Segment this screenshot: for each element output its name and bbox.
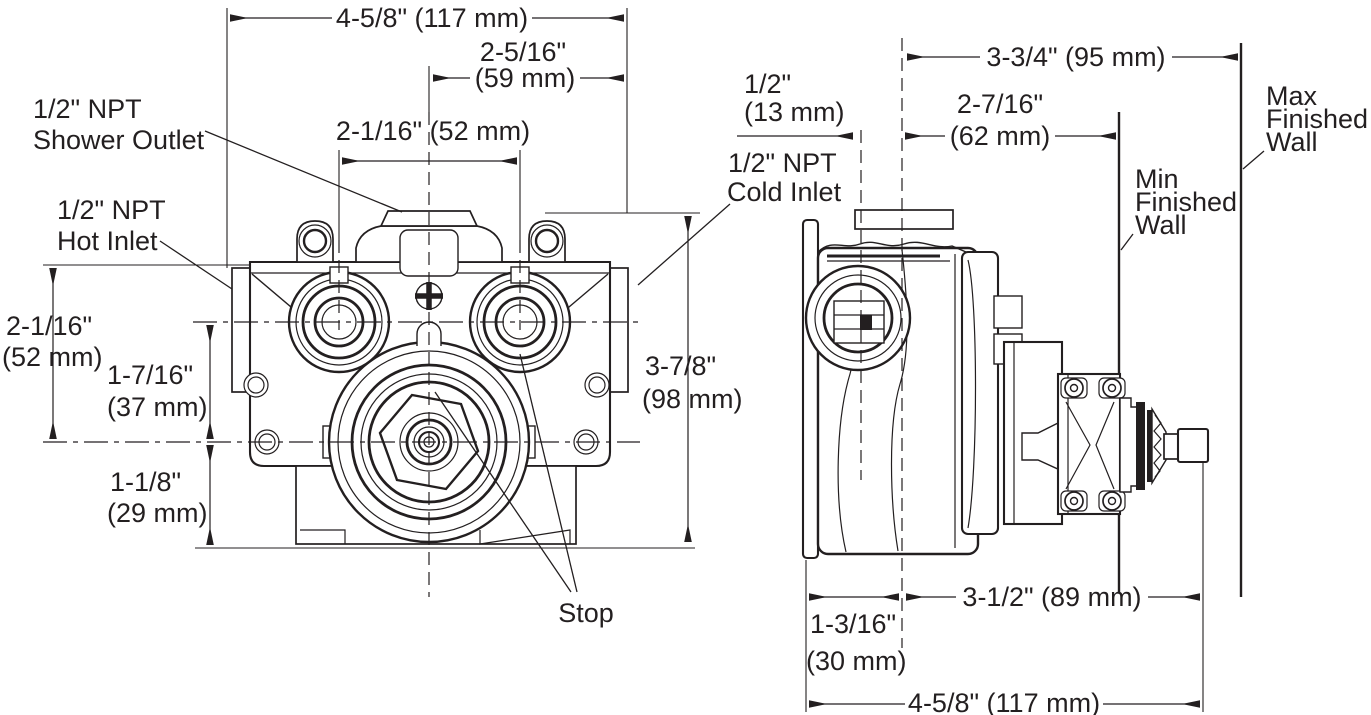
label-cold-inlet: 1/2" NPT Cold Inlet [637, 148, 842, 286]
stop-leader-1 [519, 353, 578, 593]
dim-center-to-bottom: 1-1/8" (29 mm) [107, 445, 214, 545]
dim-inlet-spacing: 2-1/16" (52 mm) [336, 116, 530, 165]
plate-holes [243, 372, 610, 455]
bracket-screw [1102, 378, 1122, 398]
dim-center-to-max-wall-label: 3-3/4" (95 mm) [986, 42, 1165, 72]
dim-center-to-max-wall: 3-3/4" (95 mm) [907, 42, 1238, 72]
mounting-ear-right [528, 220, 566, 263]
front-valve-body [231, 210, 629, 545]
dim-outlet-offset-label-1: 2-5/16" [480, 37, 566, 67]
valve-stem [1163, 433, 1179, 460]
side-extension-lines [805, 463, 1204, 712]
bracket-screw [1064, 491, 1084, 511]
dim-back-to-center-label-2: (30 mm) [806, 646, 907, 676]
label-stop-text: Stop [558, 598, 614, 628]
cold-inlet-leader [637, 203, 731, 286]
label-min-wall-line-2: Finished [1135, 187, 1237, 217]
label-cold-inlet-line-1: 1/2" NPT [728, 148, 837, 178]
detail-block-upper [993, 295, 1023, 329]
dim-outlet-offset-label-2: (59 mm) [475, 63, 576, 93]
stem-broach-tip [1176, 427, 1210, 464]
stem-assembly [1119, 397, 1210, 493]
dim-overall-height: 3-7/8" (98 mm) [642, 216, 743, 542]
label-stop: Stop [434, 353, 614, 628]
dim-top-to-center: 2-1/16" (52 mm) [2, 268, 103, 439]
back-mounting-flange [801, 218, 820, 560]
mounting-ear-left [296, 220, 334, 263]
label-max-wall-line-1: Max [1266, 81, 1318, 111]
top-cap [854, 209, 954, 230]
dim-center-to-min-wall: 2-7/16" (62 mm) [905, 89, 1116, 151]
label-max-wall-line-2: Finished [1266, 104, 1368, 134]
label-hot-inlet-line-1: 1/2" NPT [57, 195, 166, 225]
mounting-bracket [1056, 372, 1126, 516]
dim-overall-height-label-2: (98 mm) [642, 384, 743, 414]
dim-inlet-offset: 1/2" (13 mm) [737, 69, 853, 140]
dim-inlet-to-center: 1-7/16" (37 mm) [107, 325, 214, 439]
min-wall-leader [1120, 233, 1134, 251]
dim-inlet-offset-label-1: 1/2" [744, 69, 791, 99]
dim-center-to-min-wall-label-1: 2-7/16" [957, 89, 1043, 119]
casting-shoulder [817, 241, 967, 253]
label-hot-inlet: 1/2" NPT Hot Inlet [57, 195, 233, 290]
dim-center-to-stem-label: 3-1/2" (89 mm) [962, 582, 1141, 612]
cold-inlet-flange [609, 267, 629, 393]
bracket-screw [1102, 491, 1122, 511]
dim-overall-depth: 4-5/8" (117 mm) [809, 688, 1200, 715]
label-shower-outlet-line-2: Shower Outlet [33, 125, 205, 155]
label-min-wall-line-1: Min [1135, 164, 1179, 194]
dim-inlet-spacing-label: 2-1/16" (52 mm) [336, 116, 530, 146]
dim-center-to-stem: 3-1/2" (89 mm) [906, 582, 1200, 612]
side-valve-body [801, 209, 1210, 560]
dim-overall-width-label: 4-5/8" (117 mm) [336, 3, 528, 33]
dim-back-to-center: 1-3/16" (30 mm) [806, 593, 907, 676]
label-cold-inlet-line-2: Cold Inlet [727, 177, 842, 207]
hot-inlet-leader [159, 240, 233, 290]
dim-overall-height-label-1: 3-7/8" [645, 351, 716, 381]
front-blade [960, 250, 1000, 536]
front-view: 4-5/8" (117 mm) 2-5/16" (59 mm) 2-1/16" … [2, 3, 842, 628]
dim-overall-depth-label: 4-5/8" (117 mm) [908, 688, 1100, 715]
dim-top-to-center-label-2: (52 mm) [2, 342, 103, 372]
dim-overall-width: 4-5/8" (117 mm) [230, 3, 624, 33]
side-view: 1/2" (13 mm) 3-3/4" (95 mm) 2-7/16" (62 … [737, 38, 1368, 715]
dim-back-to-center-label-1: 1-3/16" [810, 609, 896, 639]
dim-center-to-bottom-label-2: (29 mm) [107, 498, 208, 528]
shower-outlet-leader [204, 130, 403, 213]
stop-leader-2 [434, 391, 572, 593]
label-max-wall-line-3: Wall [1266, 127, 1318, 157]
label-max-finished-wall: Max Finished Wall [1242, 81, 1368, 170]
dim-center-to-bottom-label-1: 1-1/8" [110, 467, 181, 497]
label-hot-inlet-line-2: Hot Inlet [57, 226, 158, 256]
cartridge-hex-nut [378, 393, 480, 491]
dim-inlet-offset-label-2: (13 mm) [744, 97, 845, 127]
side-inlet-port [804, 264, 912, 372]
label-min-finished-wall: Min Finished Wall [1120, 164, 1237, 251]
max-wall-leader [1242, 150, 1265, 170]
front-extension-lines [43, 8, 700, 549]
hot-inlet-flange [231, 267, 251, 393]
label-shower-outlet-line-1: 1/2" NPT [33, 94, 142, 124]
dim-top-to-center-label-1: 2-1/16" [6, 311, 92, 341]
dim-inlet-to-center-label-2: (37 mm) [107, 392, 208, 422]
label-shower-outlet: 1/2" NPT Shower Outlet [33, 94, 403, 213]
dim-inlet-to-center-label-1: 1-7/16" [107, 360, 193, 390]
label-min-wall-line-3: Wall [1135, 210, 1187, 240]
dim-center-to-min-wall-label-2: (62 mm) [950, 121, 1051, 151]
bracket-screw [1064, 378, 1084, 398]
dim-outlet-offset: 2-5/16" (59 mm) [433, 37, 624, 93]
